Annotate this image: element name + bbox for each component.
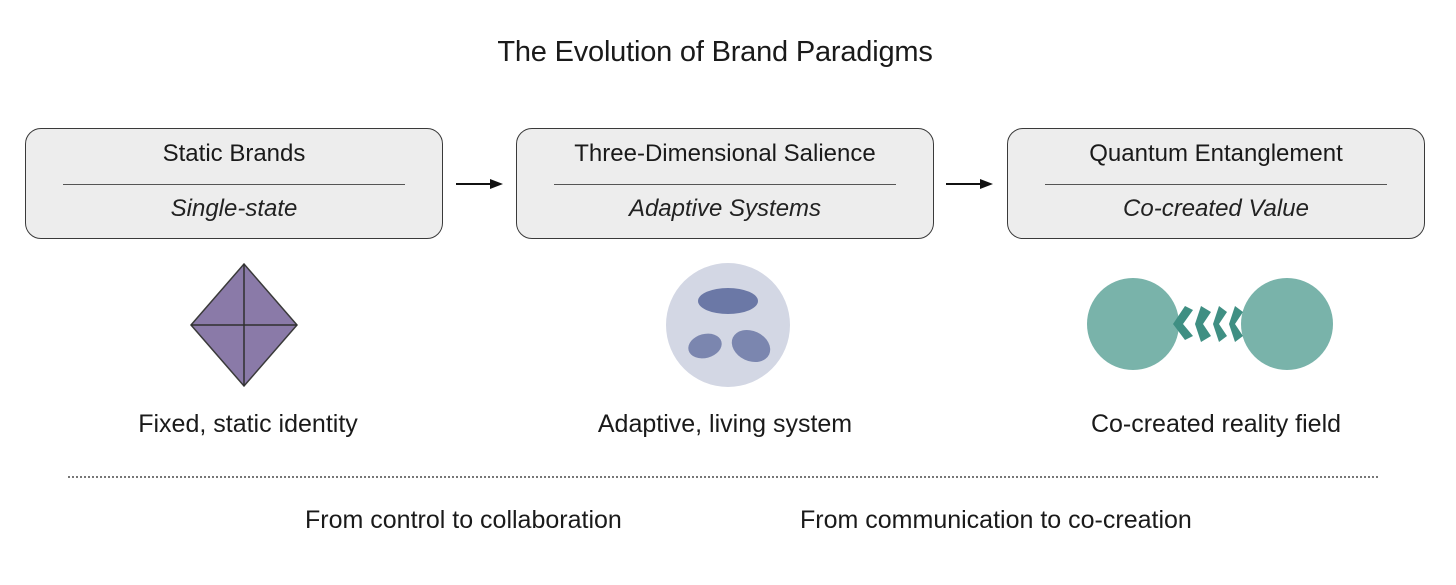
entangled-circles-icon — [1087, 278, 1333, 370]
stage-subtitle: Co-created Value — [1123, 195, 1309, 222]
stage-caption: Co-created reality field — [1090, 410, 1342, 438]
stage-divider — [554, 184, 896, 185]
stage-box-static-brands: Static Brands Single-state — [25, 128, 443, 239]
arrow-right-icon — [456, 179, 503, 189]
stage-name: Quantum Entanglement — [1089, 140, 1343, 167]
stage-name: Three-Dimensional Salience — [574, 140, 876, 167]
stage-subtitle: Single-state — [170, 195, 298, 222]
stage-caption: Fixed, static identity — [138, 410, 358, 438]
diamond-icon — [190, 262, 298, 388]
stage-box-quantum-entanglement: Quantum Entanglement Co-created Value — [1007, 128, 1425, 239]
stage-divider — [1045, 184, 1387, 185]
arrow-right-icon — [946, 179, 993, 189]
principle-text: From communication to co-creation — [800, 506, 1192, 534]
stage-caption: Adaptive, living system — [597, 410, 853, 438]
stage-name: Static Brands — [162, 140, 306, 167]
stage-divider — [63, 184, 405, 185]
stage-subtitle: Adaptive Systems — [628, 195, 822, 222]
diagram-title: The Evolution of Brand Paradigms — [497, 36, 933, 68]
dotted-divider — [68, 476, 1378, 478]
adaptive-circle-icon — [666, 263, 790, 387]
principle-text: From control to collaboration — [305, 506, 622, 534]
stage-box-three-dimensional-salience: Three-Dimensional Salience Adaptive Syst… — [516, 128, 934, 239]
